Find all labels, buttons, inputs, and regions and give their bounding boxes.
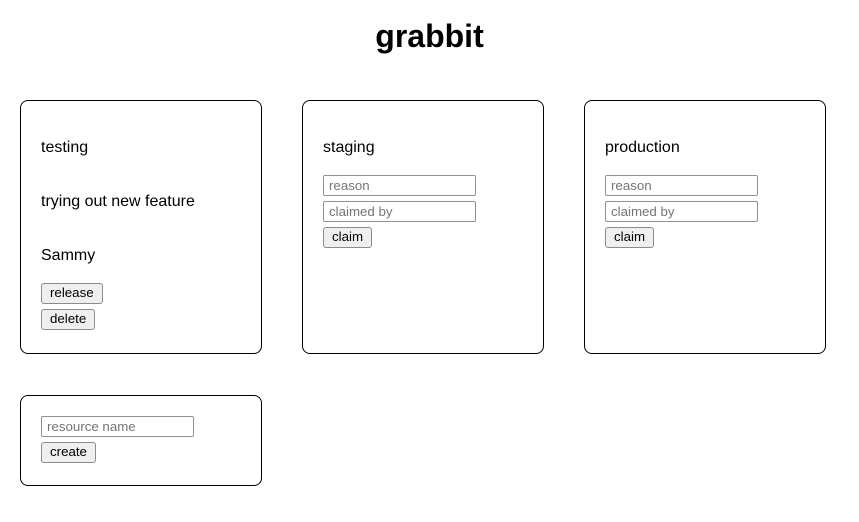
claim-form: claim bbox=[605, 174, 805, 248]
release-button[interactable]: release bbox=[41, 282, 103, 304]
claimed-by-input[interactable] bbox=[323, 200, 476, 222]
resource-actions: release delete bbox=[41, 282, 241, 330]
resource-card-row: testing trying out new feature Sammy rel… bbox=[20, 99, 859, 354]
resource-card-production: production claim bbox=[584, 99, 826, 354]
claim-reason: trying out new feature bbox=[41, 192, 195, 210]
delete-button[interactable]: delete bbox=[41, 308, 96, 330]
reason-input[interactable] bbox=[323, 174, 476, 196]
resource-card-testing: testing trying out new feature Sammy rel… bbox=[20, 99, 262, 354]
claimed-by: Sammy bbox=[41, 246, 96, 264]
resource-card-staging: staging claim bbox=[302, 99, 544, 354]
reason-input[interactable] bbox=[605, 174, 758, 196]
create-form: create bbox=[41, 415, 241, 463]
create-button[interactable]: create bbox=[41, 441, 96, 463]
claim-form: claim bbox=[323, 174, 523, 248]
resource-name: testing bbox=[41, 138, 89, 156]
create-row: create bbox=[20, 394, 859, 486]
app-title: grabbit bbox=[375, 18, 484, 54]
claim-button[interactable]: claim bbox=[605, 226, 655, 248]
claimed-by-input[interactable] bbox=[605, 200, 758, 222]
resource-name: staging bbox=[323, 138, 375, 156]
resource-name: production bbox=[605, 138, 680, 156]
resource-name-input[interactable] bbox=[41, 415, 194, 437]
claim-button[interactable]: claim bbox=[323, 226, 373, 248]
create-resource-card: create bbox=[20, 394, 262, 486]
